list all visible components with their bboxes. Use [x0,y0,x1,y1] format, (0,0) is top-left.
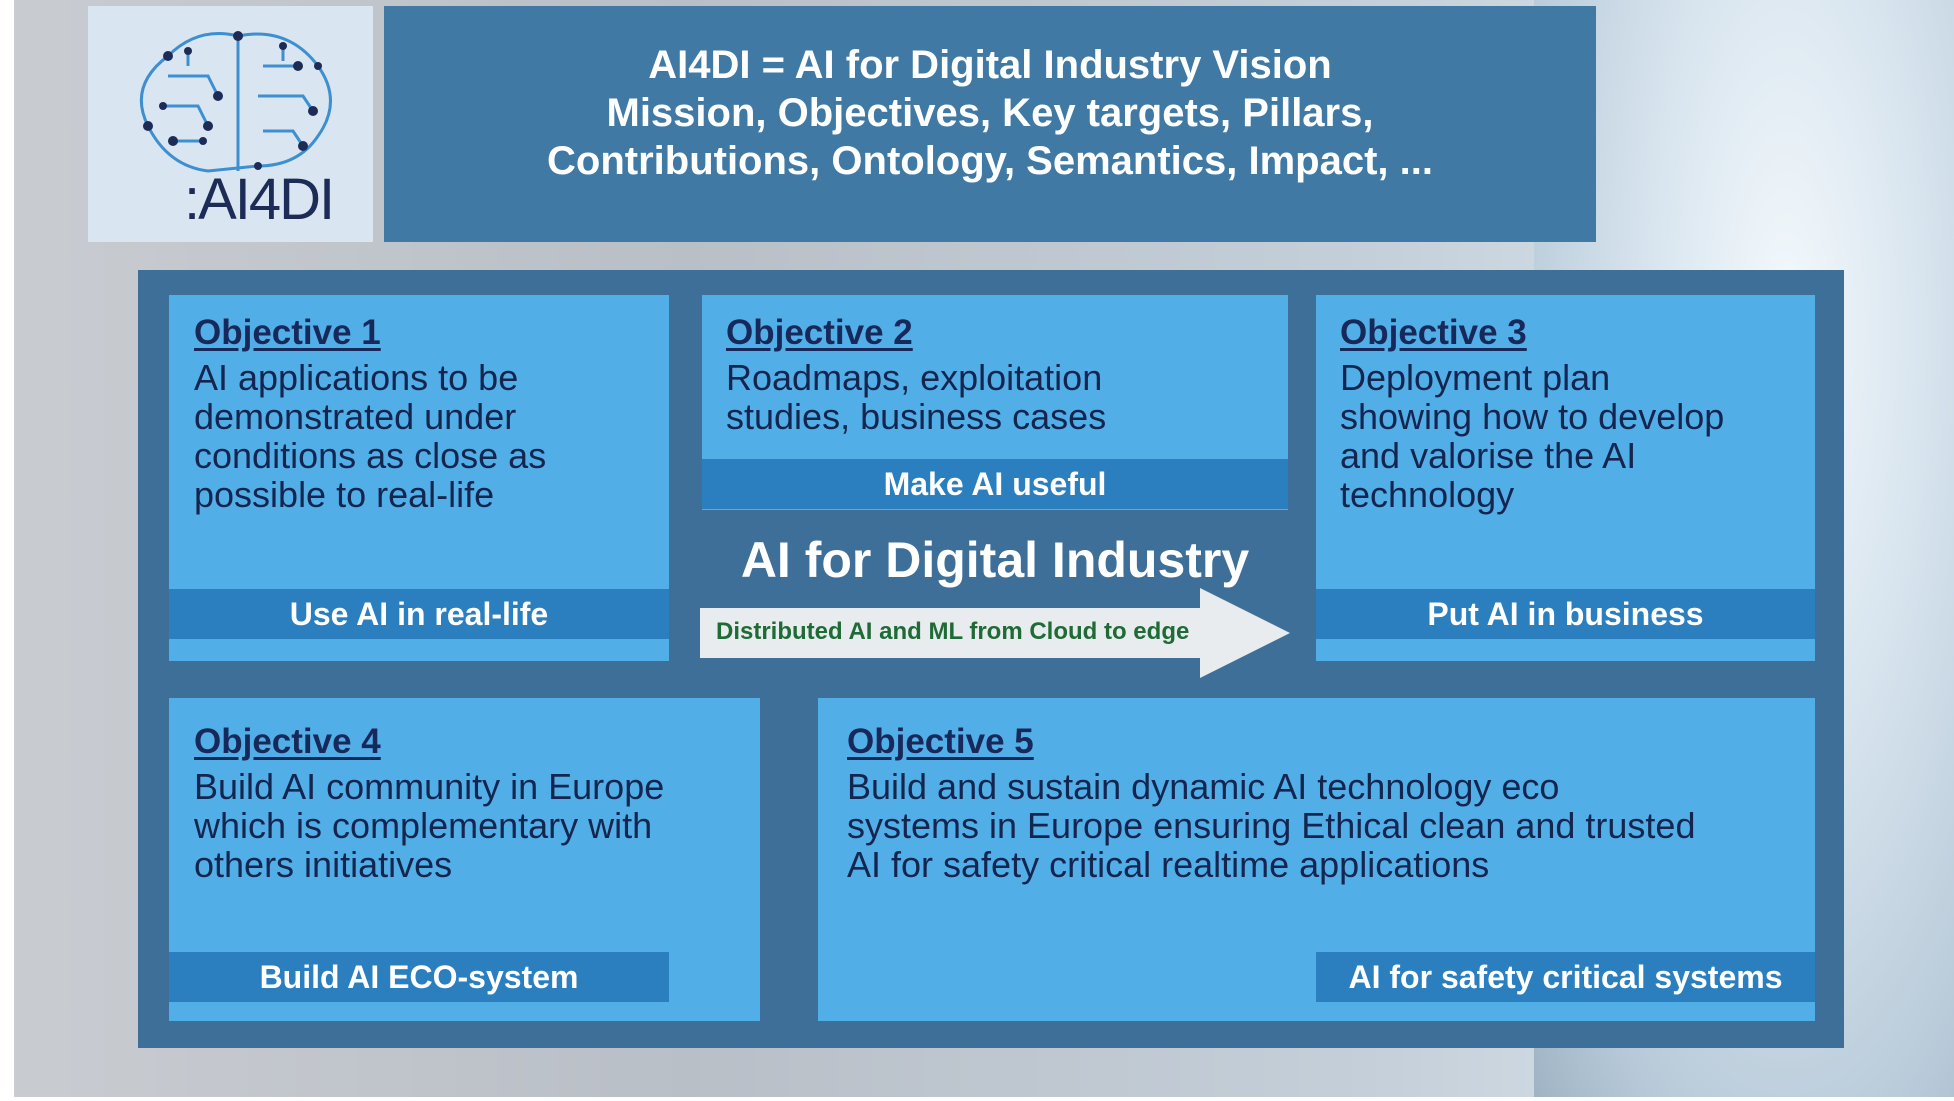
objective-5-band: AI for safety critical systems [1316,952,1815,1002]
objective-5-body-line: AI for safety critical realtime applicat… [847,844,1490,885]
logo-text: :AI4DI [184,167,335,232]
objective-4-body-line: Build AI community in Europe [194,766,665,807]
brain-circuit-icon [139,31,332,173]
arrow-right-icon [700,588,1290,678]
header-line-2: Mission, Objectives, Key targets, Pillar… [606,91,1374,135]
objective-3-body-line: technology [1340,474,1515,515]
objective-1-body-line: demonstrated under [194,396,517,437]
objective-1-band: Use AI in real-life [169,589,669,639]
objective-4-title: Objective 4 [194,722,381,761]
objective-3-body-line: Deployment plan [1340,357,1611,398]
objective-3-title: Objective 3 [1340,313,1527,352]
objective-1-title: Objective 1 [194,313,381,352]
ai4di-logo: :AI4DI [88,6,373,242]
objective-5-body-line: systems in Europe ensuring Ethical clean… [847,805,1696,846]
objective-4-band: Build AI ECO-system [169,952,669,1002]
header-banner: AI4DI = AI for Digital Industry Vision M… [384,6,1596,242]
objective-3-body-line: and valorise the AI [1340,435,1637,476]
objective-3-body-line: showing how to develop [1340,396,1725,437]
objective-2-band: Make AI useful [702,459,1288,509]
left-margin [0,0,14,1101]
objective-1-body-line: conditions as close as [194,435,547,476]
objective-1-card: Objective 1 AI applications to be demons… [169,295,669,661]
arrow-label: Distributed AI and ML from Cloud to edge [716,618,1190,645]
objective-4-card: Objective 4 Build AI community in Europe… [169,698,760,1021]
center-title: AI for Digital Industry [740,532,1250,588]
objective-2-body-line: Roadmaps, exploitation [726,357,1103,398]
header-line-1: AI4DI = AI for Digital Industry Vision [648,43,1332,87]
objective-2-body-line: studies, business cases [726,396,1107,437]
header-line-3: Contributions, Ontology, Semantics, Impa… [547,139,1433,183]
objective-5-card: Objective 5 Build and sustain dynamic AI… [818,698,1815,1021]
objective-3-card: Objective 3 Deployment plan showing how … [1316,295,1815,661]
objective-1-body-line: AI applications to be [194,357,519,398]
objective-4-body-line: others initiatives [194,844,453,885]
objective-2-body: Roadmaps, exploitation studies, business… [726,358,1106,436]
objective-5-body-line: Build and sustain dynamic AI technology … [847,766,1560,807]
objective-1-body-line: possible to real-life [194,474,495,515]
objective-3-band: Put AI in business [1316,589,1815,639]
objective-1-body: AI applications to be demonstrated under… [194,358,546,514]
objective-3-body: Deployment plan showing how to develop a… [1340,358,1724,514]
objective-2-card: Objective 2 Roadmaps, exploitation studi… [702,295,1288,510]
objective-4-body: Build AI community in Europe which is co… [194,767,664,884]
objective-5-title: Objective 5 [847,722,1034,761]
objective-4-body-line: which is complementary with [194,805,653,846]
bottom-margin [0,1097,1954,1101]
objective-2-title: Objective 2 [726,313,913,352]
objective-5-body: Build and sustain dynamic AI technology … [847,767,1695,884]
